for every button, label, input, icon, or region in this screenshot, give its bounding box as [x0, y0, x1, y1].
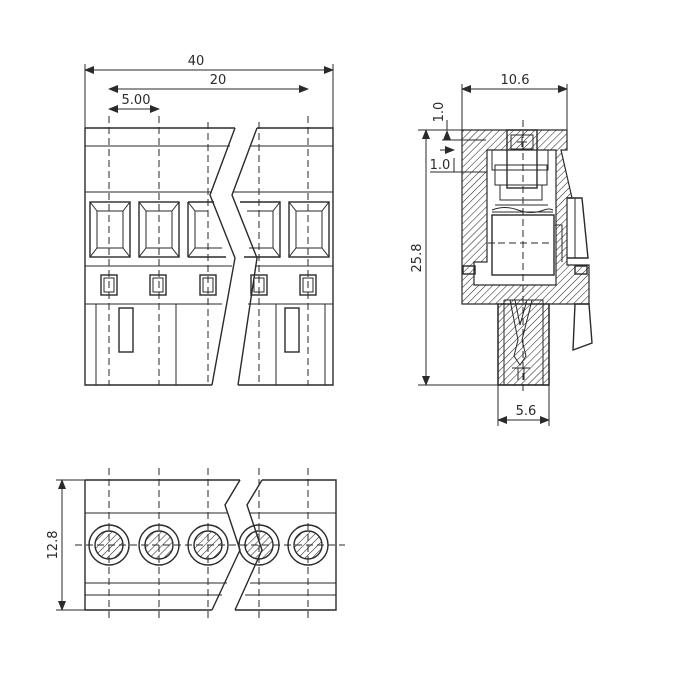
dim-offset-2: 1.0: [430, 158, 451, 173]
dim-height: 25.8: [410, 244, 425, 273]
dim-offset-1: 1.0: [432, 102, 447, 123]
latch-slot-left: [118, 307, 134, 353]
dim-span: 20: [210, 73, 227, 88]
window-4: [240, 201, 281, 258]
side-view: 10.6 25.8 1.0 1.0 5.6: [410, 73, 593, 426]
window-3: [187, 201, 226, 258]
latch-arm: [572, 303, 593, 352]
dim-overall-width: 40: [188, 54, 205, 69]
dim-top-width: 10.6: [501, 73, 530, 88]
dim-pitch: 5.00: [122, 93, 151, 108]
dim-bottom-width: 5.6: [516, 404, 537, 419]
bottom-view: 12.8: [46, 468, 345, 622]
contact-spring: [509, 299, 533, 380]
dim-depth: 12.8: [46, 531, 61, 560]
latch-slot-right: [284, 307, 300, 353]
window-1: [89, 201, 131, 258]
window-5: [288, 201, 330, 258]
front-pin-squares: [100, 274, 317, 296]
front-view: 40 20 5.00: [84, 54, 334, 386]
front-windows: [89, 201, 330, 258]
